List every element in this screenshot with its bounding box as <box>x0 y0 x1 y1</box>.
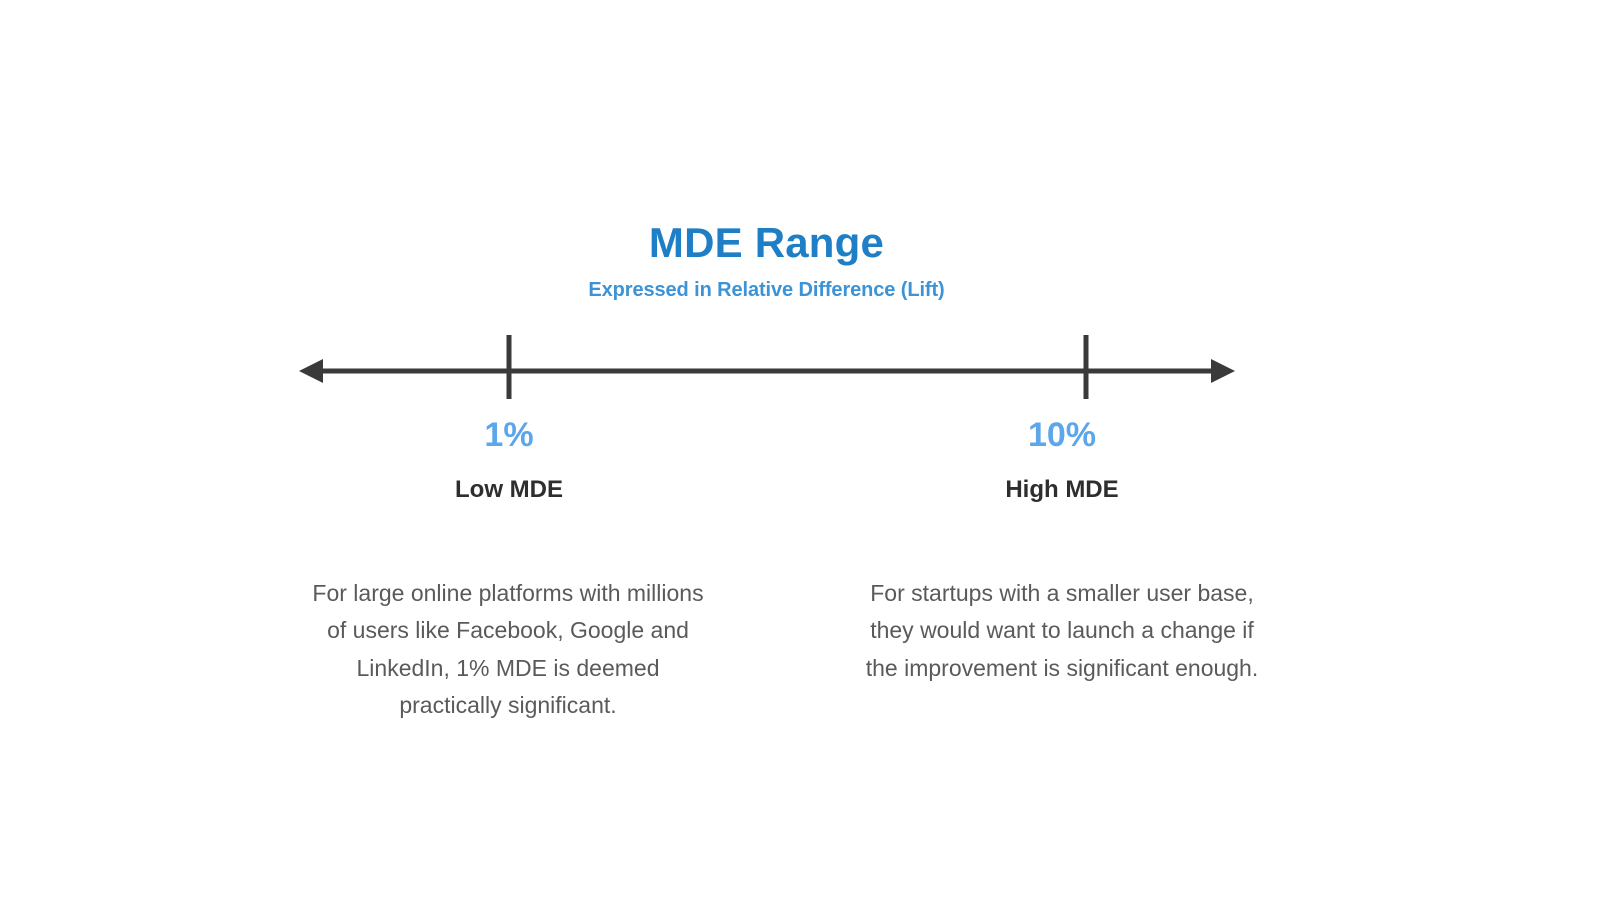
marker-description-high-text: For startups with a smaller user base, t… <box>865 580 1259 681</box>
marker-name-low: Low MDE <box>455 476 563 503</box>
heading-block: MDE Range Expressed in Relative Differen… <box>0 219 1533 301</box>
arrow-left-icon <box>299 359 323 383</box>
marker-value-low: 1% <box>484 416 534 454</box>
marker-description-low: For large online platforms with millions… <box>308 575 708 724</box>
marker-name-high: High MDE <box>1005 476 1119 503</box>
marker-description-low-text: For large online platforms with millions… <box>312 580 704 718</box>
page-title: MDE Range <box>648 219 885 266</box>
marker-label-low: 1% Low MDE <box>329 418 689 502</box>
arrow-right-icon <box>1211 359 1235 383</box>
page-subtitle: Expressed in Relative Difference (Lift) <box>588 279 945 301</box>
marker-label-high: 10% High MDE <box>882 418 1242 502</box>
marker-value-high: 10% <box>1027 416 1097 454</box>
marker-description-high: For startups with a smaller user base, t… <box>862 575 1262 687</box>
